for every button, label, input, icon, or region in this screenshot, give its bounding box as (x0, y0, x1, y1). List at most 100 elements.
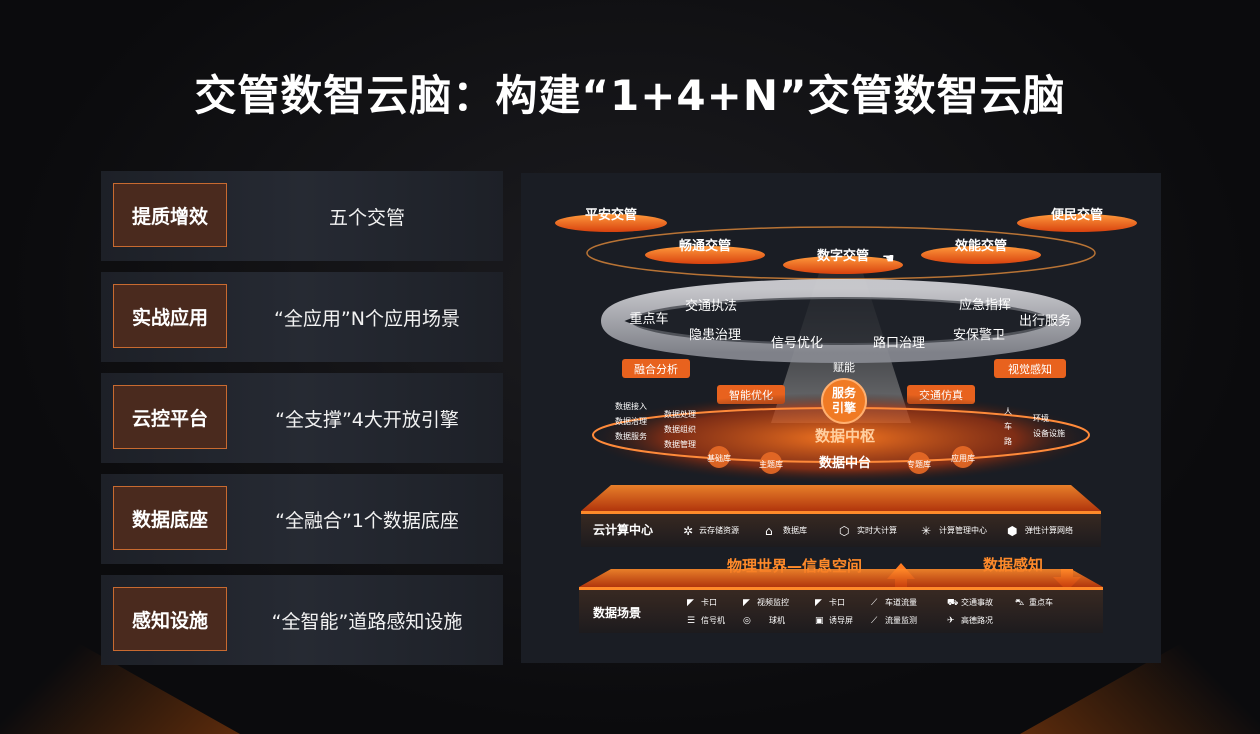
database-icon: ⌂ (765, 524, 773, 538)
svg-text:基础库: 基础库 (707, 453, 731, 463)
svg-text:服务: 服务 (832, 385, 857, 400)
svg-text:专题库: 专题库 (907, 459, 931, 469)
list-item: 车 (1004, 421, 1012, 431)
data-hub-label: 数据中枢 (815, 427, 875, 445)
cloud-item: 实时大计算 (857, 525, 897, 535)
traffic-light-icon: ☰ (687, 616, 695, 626)
layer-row-sensing: 感知设施 “全智能”道路感知设施 (101, 575, 503, 665)
layer-desc: “全应用”N个应用场景 (274, 307, 460, 330)
empower-label: 赋能 (833, 360, 855, 374)
scene-item: 交通事故 (961, 597, 993, 607)
top-disc-1: 平安交管 (555, 207, 667, 232)
camera-icon: ◤ (687, 598, 694, 608)
list-item: 数据组织 (664, 424, 696, 434)
dome-camera-icon: ◎ (743, 616, 751, 626)
scene-platform: 数据场景 (579, 569, 1103, 633)
layer-tag: 实战应用 (113, 284, 227, 348)
architecture-svg: 平安交管 畅通交管 数字交管 效能交管 便民交管 ☚ 重点车 交通执法 隐患治理… (555, 207, 1137, 633)
network-icon: ✳ (921, 524, 931, 538)
svg-text:视觉感知: 视觉感知 (1008, 362, 1052, 376)
list-item: 数据处理 (664, 409, 696, 419)
svg-text:效能交管: 效能交管 (955, 238, 1007, 254)
layer-tag: 数据底座 (113, 486, 227, 550)
page-title: 交管数智云脑：构建“1+4+N”交管数智云脑 (194, 71, 1066, 120)
list-item: 路 (1004, 436, 1012, 446)
list-item: 数据接入 (615, 401, 647, 411)
cloud-item: 计算管理中心 (939, 525, 987, 535)
scene-item: 车道流量 (885, 597, 917, 607)
svg-text:主题库: 主题库 (759, 459, 783, 469)
badge-visual-perception: 视觉感知 (994, 359, 1066, 378)
hand-cursor-icon: ☚ (882, 251, 895, 267)
scene-item: 信号机 (701, 615, 725, 625)
list-item: 环境 (1033, 413, 1049, 423)
list-item: 数据治理 (615, 416, 647, 426)
data-middle-label: 数据中台 (819, 455, 871, 471)
scene-item: 卡口 (829, 597, 845, 607)
ring-item: 出行服务 (1019, 313, 1071, 329)
svg-text:应用库: 应用库 (951, 453, 975, 463)
scene-item: 高德路况 (961, 615, 993, 625)
compute-icon: ⬡ (839, 524, 849, 538)
scene-item: 球机 (769, 615, 785, 625)
layer-desc: “全智能”道路感知设施 (271, 610, 463, 633)
scene-title: 数据场景 (593, 605, 641, 620)
svg-text:畅通交管: 畅通交管 (679, 238, 731, 254)
layer-tag: 感知设施 (113, 587, 227, 651)
ring-item: 重点车 (629, 311, 668, 327)
svg-text:便民交管: 便民交管 (1051, 207, 1103, 223)
cloud-platform: 云计算中心 (581, 485, 1101, 547)
camera-icon: ◤ (815, 598, 822, 608)
cluster-icon: ✲ (683, 524, 693, 538)
list-item: 数据管理 (664, 439, 696, 449)
map-icon: ✈ (947, 616, 955, 626)
layer-desc: “全融合”1个数据底座 (275, 509, 459, 532)
top-disc-4: 效能交管 (921, 238, 1041, 264)
svg-text:平安交管: 平安交管 (585, 207, 637, 223)
scene-item: 重点车 (1029, 597, 1053, 607)
cloud-item: 数据库 (783, 525, 807, 535)
scene-item: 诱导屏 (829, 615, 853, 625)
camera-icon: ◤ (743, 598, 750, 608)
application-ring (601, 279, 1081, 363)
top-disc-3: 数字交管 (783, 248, 903, 274)
ring-item: 信号优化 (771, 336, 823, 351)
layer-tag: 云控平台 (113, 385, 227, 449)
ring-item: 交通执法 (685, 298, 737, 314)
elastic-network-icon: ⬢ (1007, 524, 1017, 538)
vehicle-icon: ⛍ (1015, 598, 1024, 608)
list-item: 数据服务 (615, 431, 647, 441)
lane-icon: ⟋ (871, 598, 878, 608)
svg-text:数字交管: 数字交管 (817, 248, 869, 264)
flow-icon: ⟋ (871, 616, 878, 626)
svg-text:引擎: 引擎 (832, 400, 856, 415)
screen-icon: ▣ (815, 616, 824, 626)
svg-text:融合分析: 融合分析 (634, 362, 678, 376)
ring-item: 隐患治理 (689, 328, 741, 343)
architecture-diagram: 平安交管 畅通交管 数字交管 效能交管 便民交管 ☚ 重点车 交通执法 隐患治理… (521, 173, 1161, 663)
library-node: 基础库 (707, 446, 731, 468)
scene-item: 视频监控 (757, 597, 789, 607)
library-node: 主题库 (759, 452, 783, 474)
ring-item: 路口治理 (873, 335, 925, 351)
cloud-item: 云存储资源 (699, 525, 739, 535)
badge-fusion-analysis: 融合分析 (622, 359, 690, 378)
cloud-item: 弹性计算网络 (1025, 525, 1073, 535)
layer-row-efficiency: 提质增效 五个交管 (101, 171, 503, 261)
car-icon: ⛟ (947, 598, 958, 608)
top-disc-5: 便民交管 (1017, 207, 1137, 232)
scene-item: 流量监测 (885, 615, 917, 625)
layer-tag: 提质增效 (113, 183, 227, 247)
list-item: 人 (1004, 407, 1012, 416)
scene-item: 卡口 (701, 597, 717, 607)
top-disc-2: 畅通交管 (645, 238, 765, 264)
layer-desc: “全支撑”4大开放引擎 (275, 408, 459, 431)
layer-desc: 五个交管 (328, 206, 405, 229)
list-item: 设备设施 (1033, 428, 1065, 438)
service-engine: 服务 引擎 (821, 378, 867, 424)
layer-row-application: 实战应用 “全应用”N个应用场景 (101, 272, 503, 362)
layer-row-data-base: 数据底座 “全融合”1个数据底座 (101, 474, 503, 564)
cloud-title: 云计算中心 (593, 522, 653, 537)
ring-item: 应急指挥 (959, 297, 1011, 313)
library-node: 应用库 (951, 446, 975, 468)
